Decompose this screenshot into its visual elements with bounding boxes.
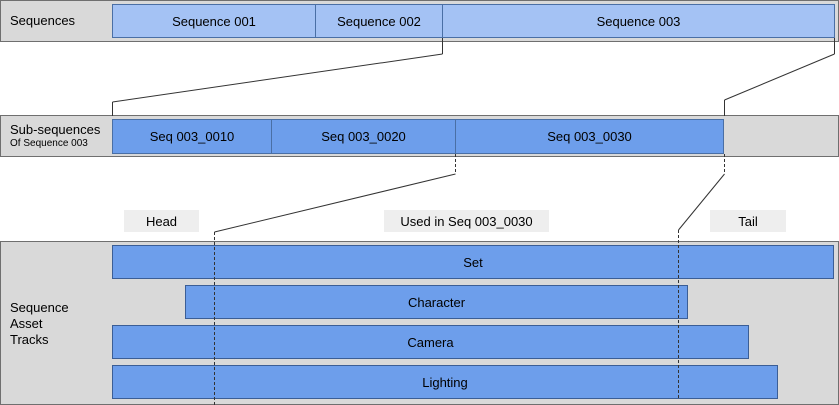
subsequences-sublabel: Of Sequence 003 xyxy=(10,138,88,149)
sequence-001[interactable]: Sequence 001 xyxy=(112,4,316,38)
tracks-label-line-1: Sequence xyxy=(10,300,69,315)
subsequences-label: Sub-sequences Of Sequence 003 xyxy=(10,122,100,150)
connector-seq003-end-diagonal xyxy=(724,53,835,101)
sequences-label: Sequences xyxy=(10,13,76,28)
track-set[interactable]: Set xyxy=(112,245,834,279)
track-lighting[interactable]: Lighting xyxy=(112,365,778,399)
subsequence-0020[interactable]: Seq 003_0020 xyxy=(271,119,456,154)
head-marker: Head xyxy=(124,210,199,232)
tracks-label: Sequence Asset Tracks xyxy=(10,300,69,348)
sequence-003[interactable]: Sequence 003 xyxy=(442,4,835,38)
connector-seq003-start-diagonal xyxy=(112,53,443,103)
tracks-label-line-2: Asset xyxy=(10,316,43,331)
track-character[interactable]: Character xyxy=(185,285,688,319)
sequence-002[interactable]: Sequence 002 xyxy=(315,4,443,38)
tracks-label-line-3: Tracks xyxy=(10,332,49,347)
track-camera[interactable]: Camera xyxy=(112,325,749,359)
used-marker: Used in Seq 003_0030 xyxy=(384,210,549,232)
tail-marker: Tail xyxy=(710,210,786,232)
subsequences-title: Sub-sequences xyxy=(10,122,101,137)
subsequence-0010[interactable]: Seq 003_0010 xyxy=(112,119,272,154)
subsequence-0030[interactable]: Seq 003_0030 xyxy=(455,119,724,154)
